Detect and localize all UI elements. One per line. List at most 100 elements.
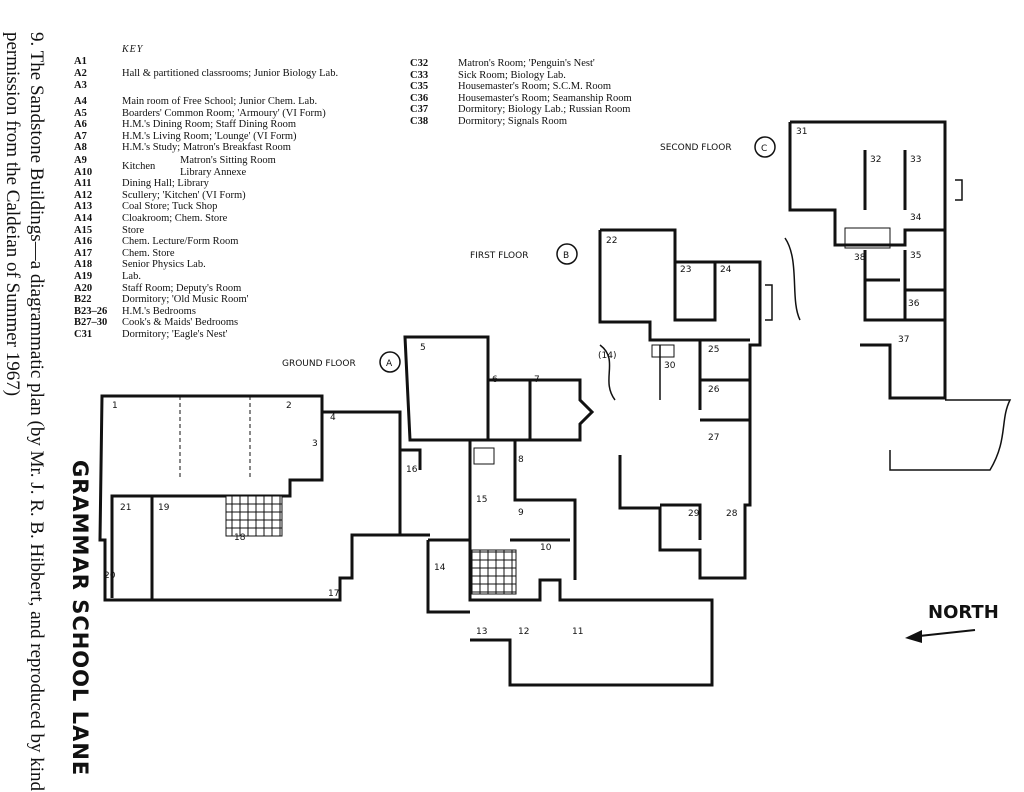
key-text: Matron's Sitting Room (180, 154, 276, 166)
first-floor-plan (598, 228, 773, 580)
room-label: 18 (234, 533, 246, 543)
room-label: 14 (434, 563, 446, 573)
key-code: A3 (74, 80, 87, 91)
room-label: 27 (708, 433, 719, 443)
key-text: Kitchen (122, 160, 156, 172)
room-label: 19 (158, 503, 170, 513)
room-label: 21 (120, 503, 131, 513)
key-text: Main room of Free School; Junior Chem. L… (122, 96, 318, 107)
room-label: 1 (112, 401, 118, 411)
key-group-a1-a3-codes: A1 A2 A3 (74, 56, 87, 92)
key-code: B23–26 (74, 305, 108, 317)
room-label: 30 (664, 361, 676, 371)
floor-badge-circle (754, 136, 776, 158)
key-row: A8 H.M.'s Study; Matron's Breakfast Room (74, 142, 326, 154)
key-text: Coal Store; Tuck Shop (122, 201, 218, 213)
key-code: A16 (74, 236, 93, 248)
room-label: (14) (598, 351, 616, 361)
key-text: Library Annexe (180, 166, 247, 178)
room-label: 12 (518, 627, 529, 637)
ground-floor-badge: A (386, 359, 393, 369)
key-code: A17 (74, 247, 93, 259)
room-label: 17 (328, 589, 339, 599)
key-row: B27–30 Cook's & Maids' Bedrooms (74, 317, 326, 329)
key-code: C35 (410, 81, 429, 93)
key-text: Cook's & Maids' Bedrooms (122, 317, 239, 329)
room-label: 36 (908, 299, 920, 309)
room-label: 4 (330, 413, 336, 423)
room-label: 25 (708, 345, 719, 355)
key-group-a1-a3-text: Hall & partitioned classrooms; Junior Bi… (122, 68, 339, 79)
second-floor-label: SECOND FLOOR (660, 143, 732, 153)
key-text: Cloakroom; Chem. Store (122, 212, 228, 224)
key-code: C32 (410, 58, 429, 69)
key-text: Dormitory; Signals Room (458, 115, 568, 127)
key-row: A18 Senior Physics Lab. (74, 259, 326, 271)
key-title: KEY (122, 44, 144, 55)
key-code: A15 (74, 224, 93, 236)
key-code: A7 (74, 130, 87, 142)
room-label: 33 (910, 155, 921, 165)
key-text: H.M.'s Study; Matron's Breakfast Room (122, 142, 291, 154)
first-floor-badge: B (563, 251, 569, 261)
room-label: 28 (726, 509, 738, 519)
key-text: Housemaster's Room; Seamanship Room (458, 92, 632, 104)
key-text: Senior Physics Lab. (122, 259, 206, 271)
room-label: 26 (708, 385, 720, 395)
key-code: A19 (74, 270, 93, 282)
room-label: 32 (870, 155, 881, 165)
key-code: C38 (410, 115, 429, 127)
room-label: 2 (286, 401, 292, 411)
room-labels: 1 2 3 4 5 6 7 8 9 10 11 12 13 14 15 16 1… (104, 127, 922, 637)
key-code: A1 (74, 56, 87, 67)
key-row: A13 Coal Store; Tuck Shop (74, 201, 326, 213)
key-text: Boarders' Common Room; 'Armoury' (VI For… (122, 107, 326, 119)
key-code: A13 (74, 201, 93, 213)
room-label: 13 (476, 627, 487, 637)
key-code: A4 (74, 96, 87, 107)
key-code: A18 (74, 259, 93, 271)
key-text: Dormitory; 'Old Music Room' (122, 294, 249, 306)
floor-plan: 1 2 3 4 5 6 7 8 9 10 11 12 13 14 15 16 1… (98, 120, 1012, 687)
room-label: 16 (406, 465, 418, 475)
key-text: H.M.'s Bedrooms (122, 305, 196, 317)
room-label: 20 (104, 571, 116, 581)
key-code: A6 (74, 119, 87, 131)
room-label: 24 (720, 265, 732, 275)
key-list-left: A4 Main room of Free School; Junior Chem.… (74, 96, 326, 340)
room-label: 31 (796, 127, 807, 137)
room-label: 5 (420, 343, 426, 353)
key-code: A8 (74, 142, 87, 154)
key-code: A20 (74, 282, 93, 294)
floor-labels: GROUND FLOOR A FIRST FLOOR B SECOND FLOO… (282, 136, 776, 373)
key-text: Dining Hall; Library (122, 178, 209, 190)
room-label: 15 (476, 495, 487, 505)
key-text: Sick Room; Biology Lab. (458, 69, 566, 81)
room-label: 35 (910, 251, 921, 261)
key-code: B27–30 (74, 317, 108, 329)
key-text: Dormitory; 'Eagle's Nest' (122, 328, 228, 340)
floor-badge-circle (556, 243, 578, 265)
key-text: Scullery; 'Kitchen' (VI Form) (122, 189, 246, 201)
room-label: 38 (854, 253, 866, 263)
room-label: 22 (606, 236, 617, 246)
north-label: NORTH (928, 602, 999, 623)
room-label: 11 (572, 627, 583, 637)
